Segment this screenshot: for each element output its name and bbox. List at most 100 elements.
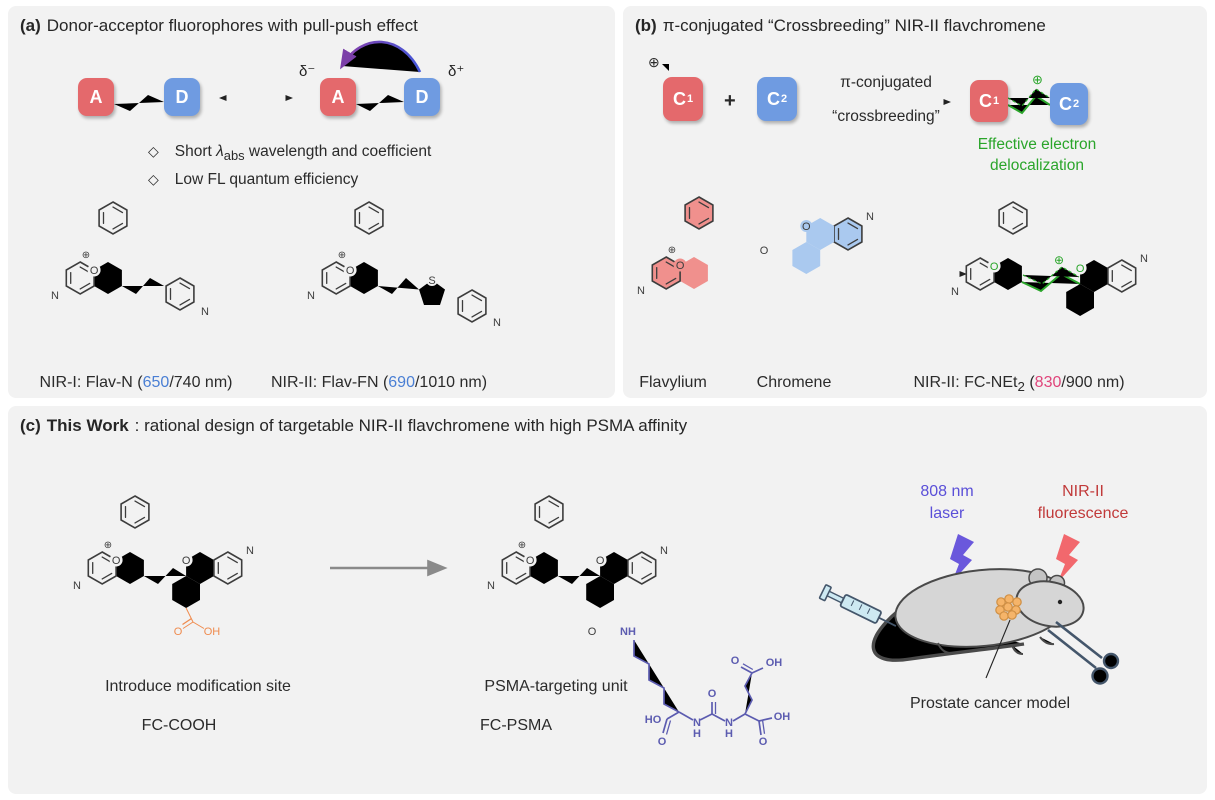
mouse-leg [937, 642, 952, 654]
acceptor-box-charged: A [320, 78, 356, 116]
fc-psma-structure: N O ⊕ O N O [485, 495, 791, 748]
donor-box-charged: D [404, 78, 440, 116]
panel-b-drawings: ⊕ N O ⊕ [635, 64, 1150, 316]
tumor-pointer-line [985, 619, 1011, 679]
panel-a: N O ⊕ N [8, 6, 615, 398]
atom-o: O [676, 260, 685, 272]
atom-oh-blue: OH [766, 657, 783, 669]
panel-a-title: (a)Donor-acceptor fluorophores with pull… [20, 16, 418, 35]
arrow-bottom-label: “crossbreeding” [832, 108, 940, 125]
atom-h-blue: H [725, 728, 733, 740]
flav-n-caption: NIR-I: Flav-N (650/740 nm) [39, 374, 233, 391]
plus-charge-icon: ⊕ [82, 250, 90, 261]
atom-o-blue: O [708, 688, 717, 700]
atom-o: O [588, 626, 597, 638]
atom-n: N [637, 285, 645, 297]
atom-nh-blue: NH [620, 626, 636, 638]
atom-n: N [660, 545, 668, 557]
tumor-icon [995, 594, 1022, 621]
flav-fn-caption: NIR-II: Flav-FN (690/1010 nm) [270, 374, 488, 391]
chromene-caption: Chromene [756, 374, 832, 391]
laser-label-line2: laser [929, 505, 965, 522]
atom-n-blue: N [693, 717, 701, 729]
fluorescence-bolt-icon [1056, 534, 1080, 582]
counter-ion-charge: ⊕ [648, 54, 660, 70]
vinyl-bond-right [356, 95, 404, 111]
panel-c: N O ⊕ O N [8, 406, 1207, 794]
atom-o-blue: O [759, 736, 768, 748]
arrow-top-label: π-conjugated [840, 74, 932, 91]
atom-oh-blue: OH [774, 711, 791, 723]
effect-label-line1: Effective electron [977, 136, 1097, 153]
atom-o: O [760, 245, 769, 257]
atom-h-blue: H [693, 728, 701, 740]
panel-c-tag: (c) [20, 416, 41, 435]
vinyl-bond-left [114, 95, 164, 111]
plus-operator: + [724, 90, 736, 112]
cooh-group-orange [182, 607, 205, 629]
atom-o: O [112, 555, 121, 567]
plus-charge-icon-green: ⊕ [1054, 253, 1064, 267]
plus-charge-icon-green: ⊕ [1032, 72, 1043, 87]
atom-n: N [246, 545, 254, 557]
fc-psma-label: FC-PSMA [480, 717, 552, 734]
delta-plus-label: δ⁺ [448, 63, 465, 80]
syringe-icon [818, 584, 897, 627]
laser-label-line1: 808 nm [920, 483, 974, 500]
atom-n: N [951, 286, 959, 298]
fc-cooh-structure: N O ⊕ O N [71, 495, 256, 638]
atom-o: O [596, 555, 605, 567]
laser-bolt-icon [950, 534, 974, 582]
psma-unit-structure [633, 640, 773, 736]
delta-minus-label: δ⁻ [299, 63, 316, 80]
atom-o-blue: O [658, 736, 667, 748]
atom-ho-blue: HO [645, 714, 662, 726]
fc-cooh-label: FC-COOH [141, 717, 217, 734]
mouse-leg [1039, 636, 1055, 646]
atom-o-orange: O [174, 626, 183, 638]
atom-n: N [73, 580, 81, 592]
panel-b: ⊕ N O ⊕ [623, 6, 1207, 398]
fluorescence-label-line2: fluorescence [1037, 505, 1129, 522]
diamond-bullet-icon: ◇ [148, 171, 159, 187]
atom-n-blue: N [725, 717, 733, 729]
fc-net2-caption: NIR-II: FC-NEt2 (830/900 nm) [913, 374, 1125, 395]
panel-a-tag: (a) [20, 16, 41, 35]
counter-ion-bracket [662, 64, 669, 71]
panel-a-drawings: N O ⊕ N [49, 40, 503, 329]
green-bridge [1021, 266, 1081, 293]
atom-o-blue: O [731, 655, 740, 667]
plus-charge-icon: ⊕ [104, 540, 112, 551]
plus-charge-icon: ⊕ [518, 540, 526, 551]
flav-n-structure: N O ⊕ N [49, 201, 211, 318]
diamond-bullet-icon: ◇ [148, 143, 159, 159]
bullet-short-wavelength: ◇ Short λabs wavelength and coefficient [148, 143, 432, 164]
plus-charge-icon: ⊕ [668, 245, 676, 256]
atom-s: S [428, 275, 435, 287]
panel-b-tag: (b) [635, 16, 657, 35]
flavylium-caption: Flavylium [639, 374, 707, 391]
effect-label-line2: delocalization [990, 157, 1084, 174]
mouse-head [1015, 580, 1085, 628]
atom-o-green: O [1076, 263, 1085, 275]
flavylium-structure: N O ⊕ [635, 196, 714, 297]
panel-c-title: (c)This Work: rational design of targeta… [20, 416, 688, 435]
atom-o: O [182, 555, 191, 567]
plus-charge-icon: ⊕ [338, 250, 346, 261]
atom-o-green: O [990, 261, 999, 273]
mouse-eye [1057, 599, 1063, 605]
atom-oh-orange: OH [204, 626, 221, 638]
atom-o: O [346, 265, 355, 277]
donor-box: D [164, 78, 200, 116]
cancer-model-label: Prostate cancer model [909, 695, 1071, 712]
atom-n: N [51, 290, 59, 302]
atom-n: N [493, 317, 501, 329]
flav-fn-structure: N O ⊕ S N [305, 201, 503, 329]
mouse-leg [1011, 644, 1024, 655]
scissors-icon [1047, 620, 1120, 685]
atom-o: O [802, 221, 811, 233]
